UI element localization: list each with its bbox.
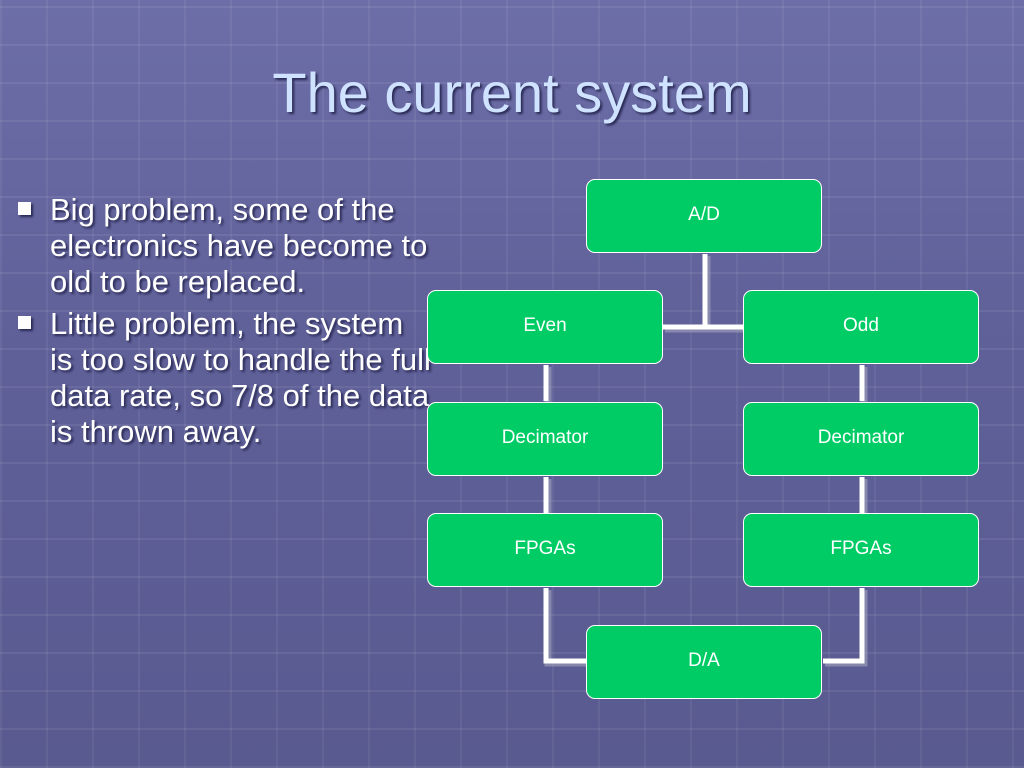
node-da: D/A xyxy=(586,625,822,699)
bullet-text: Big problem, some of the electronics hav… xyxy=(50,192,428,299)
node-label: FPGAs xyxy=(514,538,576,559)
node-label: Decimator xyxy=(817,427,905,448)
bullet-text: Little problem, the system is too slow t… xyxy=(50,306,431,449)
node-label: Odd xyxy=(843,315,879,336)
node-label: A/D xyxy=(688,204,720,225)
node-decimator-right: Decimator xyxy=(743,402,979,476)
node-fpgas-right: FPGAs xyxy=(743,513,979,587)
node-odd: Odd xyxy=(743,290,979,364)
bullet-item: Little problem, the system is too slow t… xyxy=(12,306,432,450)
connector-fpgas-da-right xyxy=(823,588,865,664)
node-decimator-left: Decimator xyxy=(427,402,663,476)
node-label: D/A xyxy=(688,650,720,671)
slide-title: The current system xyxy=(272,61,752,124)
node-ad: A/D xyxy=(586,179,822,253)
connector-fpgas-da-left xyxy=(543,588,586,664)
node-label: Decimator xyxy=(501,427,589,448)
node-label: Even xyxy=(523,315,567,336)
node-even: Even xyxy=(427,290,663,364)
bullet-list: Big problem, some of the electronics hav… xyxy=(12,192,432,456)
bullet-item: Big problem, some of the electronics hav… xyxy=(12,192,432,300)
node-fpgas-left: FPGAs xyxy=(427,513,663,587)
square-bullet-icon xyxy=(18,316,31,329)
node-label: FPGAs xyxy=(830,538,892,559)
square-bullet-icon xyxy=(18,202,31,215)
